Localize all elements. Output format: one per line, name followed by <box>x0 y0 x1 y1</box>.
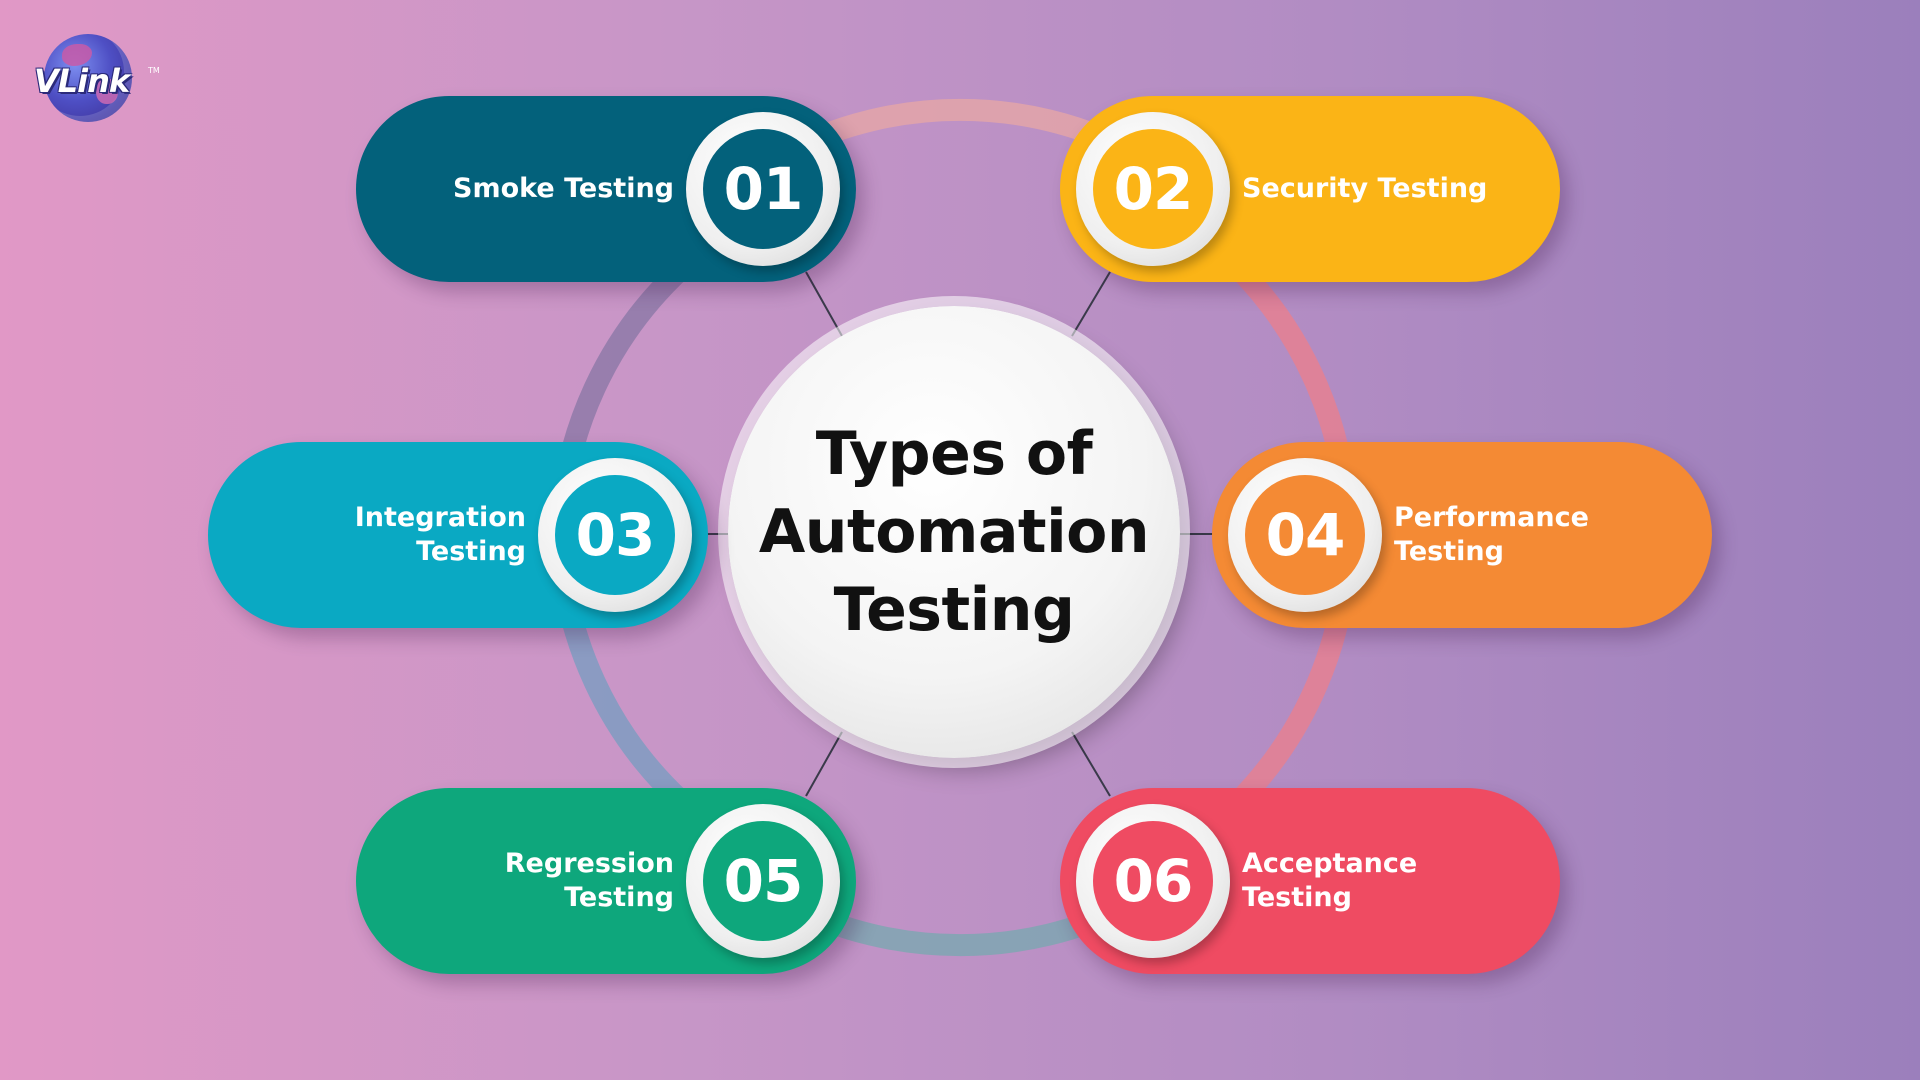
connector-line-06 <box>1071 731 1111 797</box>
center-title: Types of Automation Testing <box>758 419 1150 645</box>
pill-label: Regression Testing <box>504 848 674 913</box>
badge-number: 01 <box>703 129 823 249</box>
connector-line-05 <box>805 731 843 797</box>
pill-label: Acceptance Testing <box>1242 848 1418 913</box>
number-badge: 04 <box>1228 458 1382 612</box>
logo-text: VLink <box>34 62 130 100</box>
number-badge: 01 <box>686 112 840 266</box>
globe-icon <box>44 34 132 122</box>
pill-integration-testing: Integration Testing 03 <box>208 442 708 628</box>
pill-acceptance-testing: 06 Acceptance Testing <box>1060 788 1560 974</box>
badge-number: 03 <box>555 475 675 595</box>
pill-label: Performance Testing <box>1394 502 1589 567</box>
pill-label: Smoke Testing <box>453 173 674 204</box>
pill-label: Integration Testing <box>354 502 526 567</box>
number-badge: 05 <box>686 804 840 958</box>
connector-line-01 <box>805 271 843 337</box>
badge-number: 06 <box>1093 821 1213 941</box>
center-circle: Types of Automation Testing <box>728 306 1180 758</box>
number-badge: 02 <box>1076 112 1230 266</box>
badge-number: 02 <box>1093 129 1213 249</box>
pill-regression-testing: Regression Testing 05 <box>356 788 856 974</box>
number-badge: 03 <box>538 458 692 612</box>
pill-security-testing: 02 Security Testing <box>1060 96 1560 282</box>
pill-label: Security Testing <box>1242 173 1488 204</box>
vlink-logo: VLink TM <box>30 34 160 126</box>
badge-number: 04 <box>1245 475 1365 595</box>
connector-line-02 <box>1071 271 1111 337</box>
number-badge: 06 <box>1076 804 1230 958</box>
badge-number: 05 <box>703 821 823 941</box>
pill-smoke-testing: Smoke Testing 01 <box>356 96 856 282</box>
logo-trademark: TM <box>148 66 160 75</box>
pill-performance-testing: 04 Performance Testing <box>1212 442 1712 628</box>
